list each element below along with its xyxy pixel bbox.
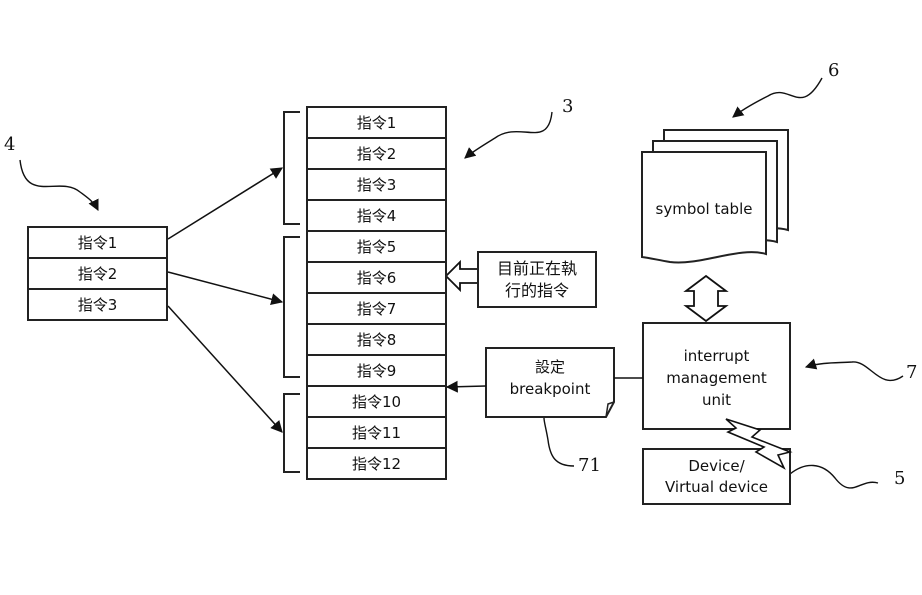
arrow-to-group-2: [167, 271, 284, 306]
ref-arrow-4: [19, 159, 99, 212]
interrupt-unit-line-2: management: [666, 369, 767, 388]
main-stack-item: 指令10: [306, 385, 447, 418]
current-instruction-callout-box: [477, 251, 597, 308]
ref-number-71: 71: [578, 455, 601, 476]
arrow-to-group-1: [167, 167, 284, 240]
ref-number-5: 5: [894, 468, 906, 489]
main-stack-item: 指令2: [306, 137, 447, 170]
breakpoint-to-instruction-arrow: [445, 380, 487, 393]
bracket-group-2: [283, 236, 300, 378]
main-stack-item: 指令12: [306, 447, 447, 480]
symbol-table-label: symbol table: [655, 200, 753, 219]
device-label: Device/ Virtual device: [643, 449, 790, 504]
breakpoint-label: 設定 breakpoint: [486, 348, 614, 410]
main-stack-item: 指令4: [306, 199, 447, 232]
main-stack-item: 指令5: [306, 230, 447, 263]
double-arrow: [683, 274, 729, 323]
breakpoint-line-2: breakpoint: [509, 380, 591, 398]
ref-number-7: 7: [906, 362, 918, 383]
ref-arrow-7: [804, 358, 904, 382]
lightning-bolt-icon: [725, 418, 793, 470]
ref-number-3: 3: [562, 96, 574, 117]
ref-arrow-3: [464, 111, 553, 159]
ref-number-4: 4: [4, 134, 16, 155]
bracket-group-1: [283, 111, 300, 225]
callout-line-2: 行的指令: [504, 280, 569, 300]
breakpoint-note-fold: [605, 401, 615, 418]
main-stack-item: 指令6: [306, 261, 447, 294]
arrow-to-group-3: [167, 305, 283, 433]
left-stack-item: 指令1: [27, 226, 168, 259]
breakpoint-note-box: [485, 347, 615, 418]
ref-number-6: 6: [828, 60, 840, 81]
main-stack-item: 指令1: [306, 106, 447, 139]
device-line-1: Device/: [688, 456, 745, 475]
left-stack-item: 指令2: [27, 257, 168, 290]
main-stack-item: 指令8: [306, 323, 447, 356]
callout-line-1: 目前正在執: [496, 258, 577, 278]
main-stack-item: 指令3: [306, 168, 447, 201]
breakpoint-line-1: 設定: [534, 358, 565, 377]
left-stack-item: 指令3: [27, 288, 168, 321]
bracket-group-3: [283, 393, 300, 473]
current-instruction-callout: 目前正在執 行的指令: [478, 252, 596, 307]
main-stack-item: 指令11: [306, 416, 447, 449]
interrupt-unit-box: [642, 322, 791, 430]
symbol-table-page-front: [641, 151, 767, 264]
device-line-2: Virtual device: [664, 477, 769, 496]
current-instruction-arrow: [444, 259, 479, 293]
main-stack-item: 指令9: [306, 354, 447, 387]
ref-line-71: [543, 417, 575, 467]
ref-line-5: [789, 464, 879, 489]
interrupt-unit-line-1: interrupt: [683, 347, 750, 366]
ref-arrow-6: [732, 77, 823, 118]
interrupt-unit-label: interrupt management unit: [643, 323, 790, 429]
interrupt-unit-line-3: unit: [701, 390, 732, 409]
main-stack-item: 指令7: [306, 292, 447, 325]
